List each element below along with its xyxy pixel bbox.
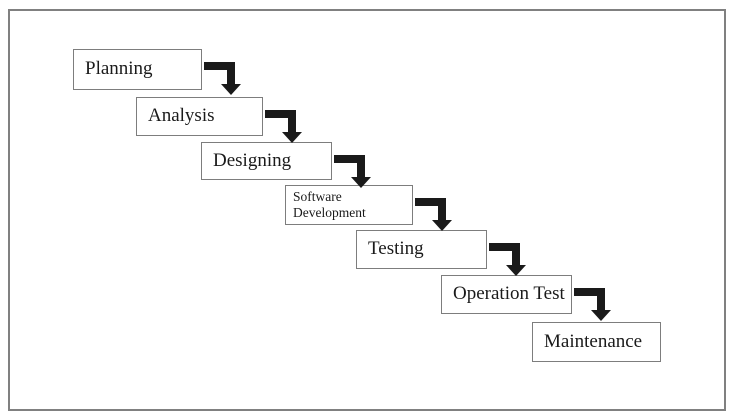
elbow-arrow-icon — [415, 198, 453, 232]
step-box-operation-test: Operation Test — [441, 275, 572, 314]
step-label-operation-test: Operation Test — [453, 283, 565, 305]
step-box-maintenance: Maintenance — [532, 322, 661, 362]
step-label-planning: Planning — [85, 58, 153, 80]
elbow-arrow-icon — [334, 155, 372, 189]
step-label-analysis: Analysis — [148, 105, 215, 127]
step-box-analysis: Analysis — [136, 97, 263, 136]
step-box-planning: Planning — [73, 49, 202, 90]
step-label-maintenance: Maintenance — [544, 330, 643, 352]
step-box-designing: Designing — [201, 142, 332, 180]
step-box-testing: Testing — [356, 230, 487, 269]
step-label-testing: Testing — [368, 238, 424, 260]
step-label-designing: Designing — [213, 149, 292, 171]
step-label-software-development: Software Development — [293, 189, 366, 220]
elbow-arrow-icon — [489, 243, 527, 277]
elbow-arrow-icon — [204, 62, 242, 96]
elbow-arrow-icon — [265, 110, 303, 144]
elbow-arrow-icon — [574, 288, 612, 322]
step-box-software-development: Software Development — [285, 185, 413, 225]
